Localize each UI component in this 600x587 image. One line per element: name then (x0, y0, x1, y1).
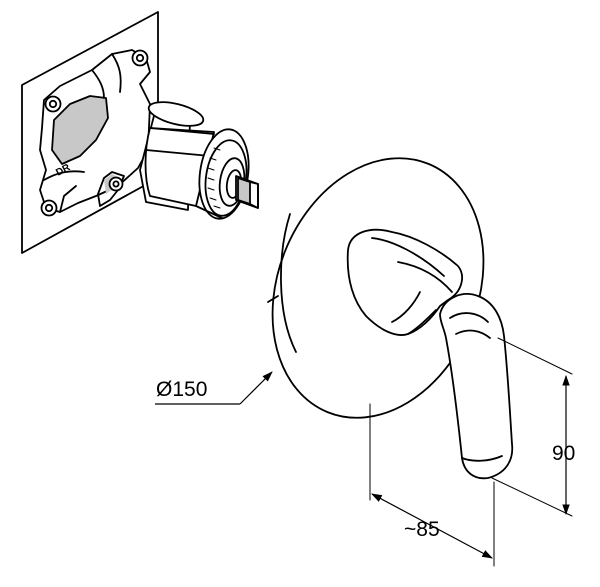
screw-icon (40, 199, 58, 217)
screw-icon (131, 49, 149, 67)
height-dimension: 90 (491, 337, 575, 517)
height-label: 90 (552, 442, 575, 465)
trim-assembly (267, 157, 514, 480)
mounting-screws (40, 49, 149, 217)
lever-handle (439, 293, 514, 480)
dimension-lines: Ø150 90 ~85 (155, 337, 575, 567)
screw-icon (108, 176, 124, 192)
screw-icon (44, 95, 62, 113)
depth-label: ~85 (404, 518, 440, 541)
cartridge-cylinder (139, 101, 259, 220)
diameter-label: Ø150 (156, 378, 207, 401)
depth-dimension: ~85 (369, 403, 495, 567)
cover-pin (267, 295, 279, 303)
concealed-body-assembly: DR (21, 11, 259, 254)
mixer-body (346, 228, 463, 336)
diameter-dimension: Ø150 (155, 371, 273, 405)
knurl-ring (207, 147, 221, 209)
